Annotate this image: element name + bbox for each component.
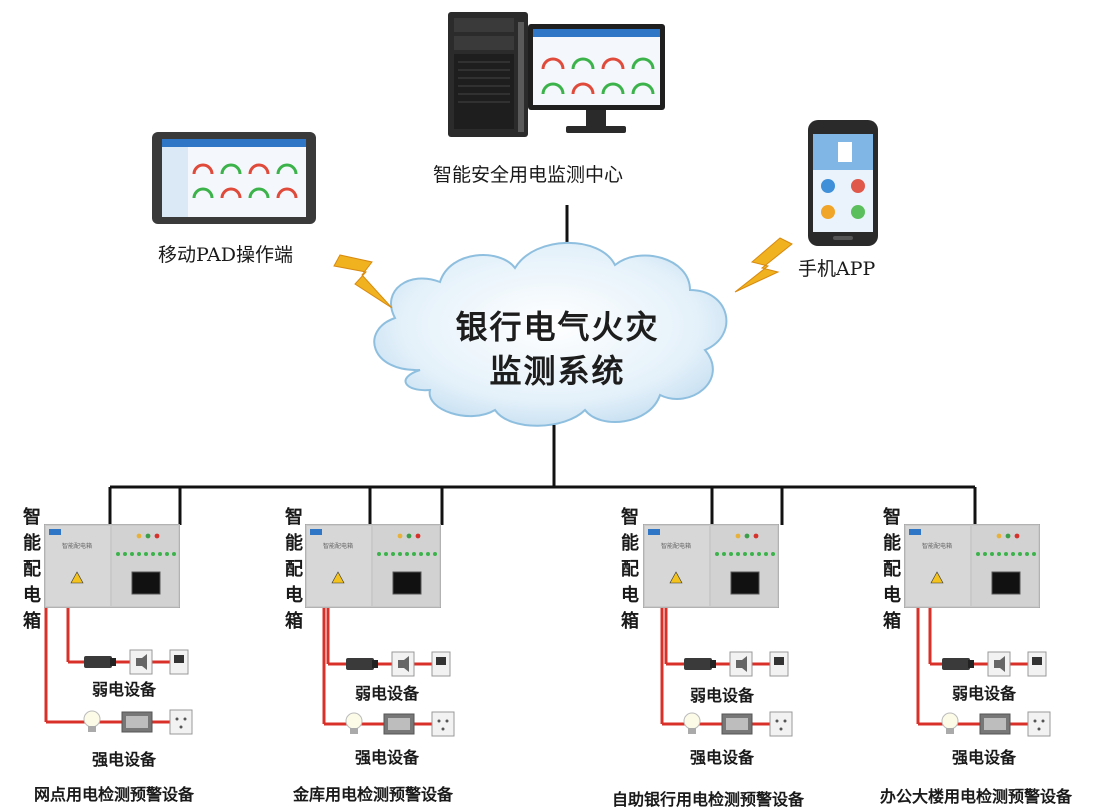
cabinet-label-3: 智能配电箱 bbox=[621, 507, 639, 632]
warning-icon bbox=[331, 571, 345, 584]
branch-caption-2: 金库用电检测预警设备 bbox=[293, 785, 454, 804]
warning-icon bbox=[930, 571, 944, 584]
touch-screen bbox=[991, 571, 1021, 595]
weak-devices-4 bbox=[940, 650, 1055, 682]
branch-caption-3: 自助银行用电检测预警设备 bbox=[612, 790, 805, 809]
lightning-icon-right bbox=[734, 237, 793, 293]
pad-label: 移动PAD操作端 bbox=[158, 244, 293, 266]
strong-label-3: 强电设备 bbox=[690, 748, 755, 767]
brand-logo-icon bbox=[310, 529, 322, 535]
system-title: 银行电气火灾 监测系统 bbox=[420, 305, 695, 393]
touch-screen bbox=[131, 571, 161, 595]
weak-devices-1 bbox=[82, 648, 197, 680]
weak-label-4: 弱电设备 bbox=[952, 684, 1017, 703]
appliance-icon bbox=[121, 711, 153, 733]
strong-label-1: 强电设备 bbox=[92, 750, 157, 769]
light-bulb-icon bbox=[683, 712, 701, 734]
brand-logo-icon bbox=[909, 529, 921, 535]
camera-icon bbox=[84, 656, 116, 668]
camera-icon bbox=[942, 658, 974, 670]
lightning-icon-left bbox=[333, 254, 393, 309]
touch-screen bbox=[392, 571, 422, 595]
cabinet-panel-text: 智能配电箱 bbox=[661, 542, 691, 550]
brand-logo-icon bbox=[648, 529, 660, 535]
monitor-center-label: 智能安全用电监测中心 bbox=[433, 164, 624, 186]
power-socket-icon bbox=[169, 709, 193, 735]
power-socket-icon bbox=[1027, 711, 1051, 737]
weak-label-3: 弱电设备 bbox=[690, 686, 755, 705]
phone-app-label: 手机APP bbox=[798, 258, 876, 280]
touch-screen bbox=[730, 571, 760, 595]
power-socket-icon bbox=[769, 711, 793, 737]
warning-icon bbox=[70, 571, 84, 584]
light-bulb-icon bbox=[83, 710, 101, 732]
cabinet-graphic: 智能配电箱 bbox=[642, 523, 780, 609]
cabinet-panel-text: 智能配电箱 bbox=[323, 542, 353, 550]
cabinet-label-2: 智能配电箱 bbox=[285, 507, 303, 632]
distribution-cabinet-4: 智能配电箱 bbox=[903, 523, 1041, 612]
brand-logo-icon bbox=[49, 529, 61, 535]
system-cloud bbox=[373, 241, 728, 427]
light-bulb-icon bbox=[345, 712, 363, 734]
cabinet-panel-text: 智能配电箱 bbox=[922, 542, 952, 550]
strong-devices-3 bbox=[682, 710, 797, 742]
speaker-icon bbox=[729, 651, 753, 677]
weak-label-2: 弱电设备 bbox=[355, 684, 420, 703]
access-reader-icon bbox=[769, 651, 789, 677]
branch-caption-4: 办公大楼用电检测预警设备 bbox=[880, 787, 1073, 806]
cabinet-graphic: 智能配电箱 bbox=[304, 523, 442, 609]
weak-devices-2 bbox=[344, 650, 459, 682]
strong-label-4: 强电设备 bbox=[952, 748, 1017, 767]
speaker-icon bbox=[391, 651, 415, 677]
appliance-icon bbox=[383, 713, 415, 735]
cabinet-panel-text: 智能配电箱 bbox=[62, 542, 92, 550]
distribution-cabinet-1: 智能配电箱 bbox=[43, 523, 181, 612]
branch-caption-1: 网点用电检测预警设备 bbox=[34, 785, 195, 804]
monitor bbox=[528, 24, 665, 136]
strong-devices-2 bbox=[344, 710, 459, 742]
appliance-icon bbox=[979, 713, 1011, 735]
cabinet-graphic: 智能配电箱 bbox=[43, 523, 181, 609]
cabinet-graphic: 智能配电箱 bbox=[903, 523, 1041, 609]
access-reader-icon bbox=[431, 651, 451, 677]
system-title-line1: 银行电气火灾 bbox=[455, 308, 660, 346]
appliance-icon bbox=[721, 713, 753, 735]
phone-device bbox=[808, 120, 878, 246]
tablet-device bbox=[152, 132, 316, 224]
strong-devices-4 bbox=[940, 710, 1055, 742]
light-bulb-icon bbox=[941, 712, 959, 734]
speaker-icon bbox=[129, 649, 153, 675]
access-reader-icon bbox=[169, 649, 189, 675]
weak-devices-3 bbox=[682, 650, 797, 682]
speaker-icon bbox=[987, 651, 1011, 677]
system-title-line2: 监测系统 bbox=[489, 352, 626, 390]
computer-tower bbox=[448, 12, 528, 137]
cabinet-label-4: 智能配电箱 bbox=[883, 507, 901, 632]
access-reader-icon bbox=[1027, 651, 1047, 677]
power-socket-icon bbox=[431, 711, 455, 737]
distribution-cabinet-3: 智能配电箱 bbox=[642, 523, 780, 612]
strong-devices-1 bbox=[82, 708, 197, 740]
distribution-cabinet-2: 智能配电箱 bbox=[304, 523, 442, 612]
strong-label-2: 强电设备 bbox=[355, 748, 420, 767]
camera-icon bbox=[684, 658, 716, 670]
cabinet-label-1: 智能配电箱 bbox=[23, 507, 41, 632]
camera-icon bbox=[346, 658, 378, 670]
warning-icon bbox=[669, 571, 683, 584]
weak-label-1: 弱电设备 bbox=[92, 680, 157, 699]
